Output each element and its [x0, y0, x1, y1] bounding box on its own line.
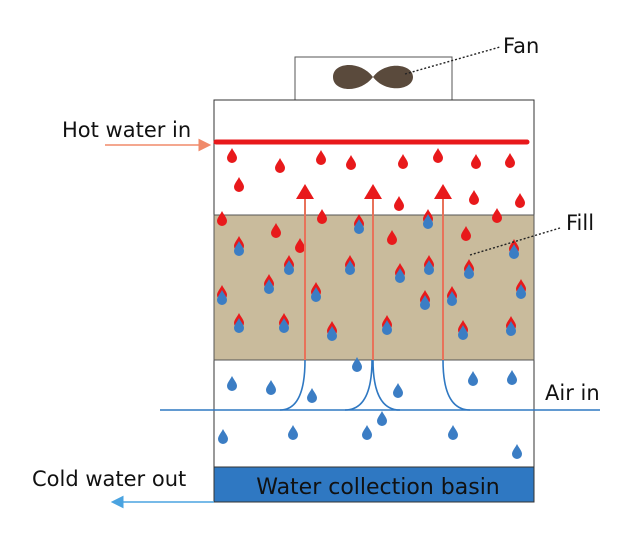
cold-water-drop-icon — [458, 325, 468, 340]
cold-water-drop-icon — [420, 295, 430, 310]
cold-water-drop-icon — [352, 357, 362, 372]
cold-water-drop-icon — [509, 244, 519, 259]
cold-water-drop-icon — [264, 279, 274, 294]
water-collection-basin — [213, 466, 535, 503]
cold-water-drop-icon — [284, 260, 294, 275]
fan-housing — [294, 56, 453, 101]
cold-water-drop-icon — [424, 260, 434, 275]
cold-water-drop-icon — [377, 411, 387, 426]
cold-water-drop-icon — [393, 383, 403, 398]
hot-water-drop-icon — [217, 211, 227, 226]
hot-water-drop-icon — [433, 148, 443, 163]
cold-water-out-label: Cold water out — [32, 467, 186, 491]
hot-water-drop-icon — [271, 223, 281, 238]
hot-water-drop-icon — [394, 196, 404, 211]
hot-water-drop-icon — [295, 238, 305, 253]
cold-water-drop-icon — [345, 260, 355, 275]
rising-air-arrows — [296, 184, 452, 360]
air-curve — [344, 359, 373, 411]
cold-water-drop-icon — [234, 318, 244, 333]
hot-water-drop-icon — [398, 154, 408, 169]
hot-water-in-label: Hot water in — [62, 118, 191, 142]
air-curve — [279, 359, 306, 411]
cold-water-drop-icon — [311, 287, 321, 302]
hot-water-drop-icon — [471, 154, 481, 169]
cold-water-drop-icon — [516, 284, 526, 299]
cold-water-drop-icon — [464, 264, 474, 279]
hot-water-drop-icon — [227, 148, 237, 163]
water-droplets — [217, 148, 526, 459]
hot-water-drop-icon — [234, 177, 244, 192]
cold-water-drop-icon — [279, 318, 289, 333]
hot-water-drop-icon — [492, 208, 502, 223]
cold-water-drop-icon — [266, 380, 276, 395]
hot-water-drop-icon — [505, 153, 515, 168]
cold-water-drop-icon — [218, 429, 228, 444]
hot-water-drop-icon — [387, 230, 397, 245]
cold-water-drop-icon — [227, 376, 237, 391]
air-curve — [372, 359, 401, 411]
hot-water-drop-icon — [461, 226, 471, 241]
basin-label: Water collection basin — [256, 475, 500, 500]
cold-water-drop-icon — [382, 320, 392, 335]
cold-water-drop-icon — [448, 425, 458, 440]
cold-water-drop-icon — [362, 425, 372, 440]
fan-leader-line — [404, 46, 501, 75]
cold-water-drop-icon — [217, 290, 227, 305]
air-curve — [442, 359, 471, 411]
hot-water-drop-icon — [515, 193, 525, 208]
up-arrow-head — [296, 184, 314, 199]
cold-water-drop-icon — [512, 444, 522, 459]
cold-water-drop-icon — [447, 291, 457, 306]
hot-water-drop-icon — [316, 150, 326, 165]
up-arrow-head — [434, 184, 452, 199]
hot-water-drop-icon — [317, 209, 327, 224]
cold-water-drop-icon — [234, 241, 244, 256]
up-arrow-head — [364, 184, 382, 199]
cold-water-drop-icon — [288, 425, 298, 440]
cold-water-drop-icon — [354, 219, 364, 234]
cold-water-drop-icon — [468, 371, 478, 386]
cold-water-drop-icon — [327, 326, 337, 341]
cold-water-drop-icon — [307, 388, 317, 403]
air-in-label: Air in — [545, 381, 600, 405]
cold-water-drop-icon — [506, 321, 516, 336]
cold-water-drop-icon — [507, 370, 517, 385]
fan-icon — [333, 64, 413, 90]
air-flow-lines — [160, 359, 600, 411]
hot-water-drop-icon — [346, 155, 356, 170]
fan-label: Fan — [503, 34, 539, 58]
cold-water-drop-icon — [395, 268, 405, 283]
hot-water-drop-icon — [275, 158, 285, 173]
hot-water-drop-icon — [469, 190, 479, 205]
fill-label: Fill — [566, 211, 594, 235]
cold-water-drop-icon — [423, 214, 433, 229]
